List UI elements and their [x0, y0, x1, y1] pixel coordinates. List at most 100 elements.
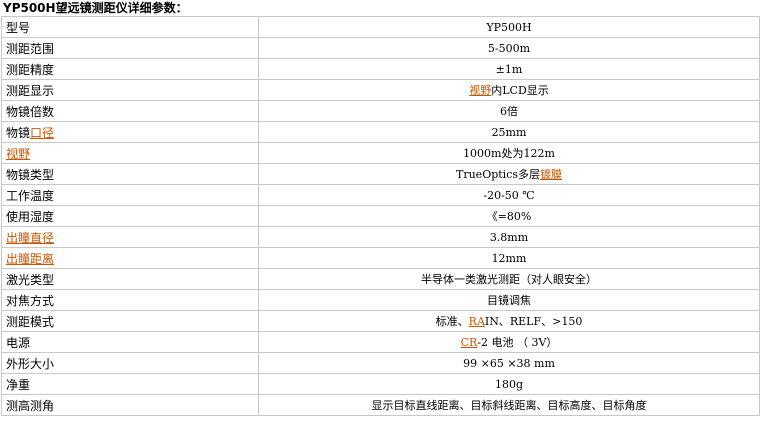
spec-label-text: 物镜 [6, 125, 31, 140]
spec-label: 出瞳距离 [1, 247, 259, 269]
spec-value-text: TrueOptics多层 [456, 168, 540, 181]
keyword-link[interactable]: 出瞳直径 [6, 230, 55, 245]
spec-value: 目镜调焦 [258, 289, 760, 311]
spec-value: 显示目标直线距离、目标斜线距离、目标高度、目标角度 [258, 394, 760, 416]
spec-row: 电源 CR-2 电池 （ 3V） [1, 331, 760, 353]
spec-row: 测距模式 标准、RAIN、RELF、>150 [1, 310, 760, 332]
spec-value-text: 25mm [491, 125, 527, 139]
spec-label-text: 激光类型 [6, 272, 55, 287]
spec-value-text: -2 电池 （ 3V） [477, 336, 558, 349]
keyword-link[interactable]: 镀膜 [540, 168, 562, 181]
spec-row: 视野 1000m处为122m [1, 142, 760, 164]
spec-label-text: 测距显示 [6, 83, 55, 98]
spec-value-text: 12mm [491, 251, 527, 265]
spec-row: 测距精度 ±1m [1, 58, 760, 80]
spec-label-text: 使用湿度 [6, 209, 55, 224]
spec-value: 25mm [258, 121, 760, 143]
spec-value-text: 内LCD显示 [491, 84, 549, 97]
spec-label-text: 型号 [6, 20, 31, 35]
spec-value-text: -20-50 ℃ [483, 188, 535, 202]
spec-label: 净重 [1, 373, 259, 395]
spec-label: 激光类型 [1, 268, 259, 290]
spec-value-text: 标准、 [435, 315, 469, 328]
spec-row: 型号 YP500H [1, 16, 760, 38]
keyword-link[interactable]: 口径 [30, 125, 55, 140]
spec-label-text: 对焦方式 [6, 293, 55, 308]
spec-value-text: 180g [494, 377, 524, 391]
spec-label: 出瞳直径 [1, 226, 259, 248]
spec-label: 测高测角 [1, 394, 259, 416]
spec-label: 电源 [1, 331, 259, 353]
spec-label-text: 测距精度 [6, 62, 55, 77]
spec-value: 180g [258, 373, 760, 395]
spec-row: 测距范围 5-500m [1, 37, 760, 59]
spec-label: 测距精度 [1, 58, 259, 80]
spec-value-text: 1000m处为122m [463, 147, 555, 160]
keyword-link[interactable]: CR [460, 336, 478, 349]
spec-label: 物镜倍数 [1, 100, 259, 122]
spec-label-text: 电源 [6, 335, 31, 350]
keyword-link[interactable]: 出瞳距离 [6, 251, 55, 266]
spec-row: 激光类型 半导体一类激光测距（对人眼安全） [1, 268, 760, 290]
spec-value: ±1m [258, 58, 760, 80]
spec-value: -20-50 ℃ [258, 184, 760, 206]
spec-row: 出瞳直径 3.8mm [1, 226, 760, 248]
spec-value: 5-500m [258, 37, 760, 59]
spec-label-text: 物镜倍数 [6, 104, 55, 119]
spec-label: 物镜口径 [1, 121, 259, 143]
spec-row: 使用湿度 《=80% [1, 205, 760, 227]
spec-value: 标准、RAIN、RELF、>150 [258, 310, 760, 332]
spec-row: 工作温度 -20-50 ℃ [1, 184, 760, 206]
spec-value-text: 6倍 [500, 105, 518, 118]
spec-value-text: 5-500m [487, 41, 531, 55]
keyword-link[interactable]: 视野 [469, 84, 492, 97]
spec-value: 《=80% [258, 205, 760, 227]
spec-value-text: IN、RELF、>150 [484, 315, 583, 328]
spec-value: 12mm [258, 247, 760, 269]
spec-label: 测距范围 [1, 37, 259, 59]
keyword-link[interactable]: 视野 [6, 146, 31, 161]
spec-label-text: 测距模式 [6, 314, 55, 329]
spec-value: TrueOptics多层镀膜 [258, 163, 760, 185]
spec-label-text: 工作温度 [6, 188, 55, 203]
spec-value-text: ±1m [495, 62, 523, 76]
spec-value-text: 目镜调焦 [487, 294, 531, 307]
keyword-link[interactable]: RA [468, 315, 485, 328]
spec-value: CR-2 电池 （ 3V） [258, 331, 760, 353]
spec-value-text: YP500H [486, 20, 532, 34]
spec-value: 视野内LCD显示 [258, 79, 760, 101]
spec-row: 物镜类型 TrueOptics多层镀膜 [1, 163, 760, 185]
spec-label: 物镜类型 [1, 163, 259, 185]
spec-value: 3.8mm [258, 226, 760, 248]
spec-label: 测距模式 [1, 310, 259, 332]
spec-row: 对焦方式 目镜调焦 [1, 289, 760, 311]
spec-row: 测高测角 显示目标直线距离、目标斜线距离、目标高度、目标角度 [1, 394, 760, 416]
spec-label: 外形大小 [1, 352, 259, 374]
page-title: YP500H望远镜测距仪详细参数： [3, 1, 188, 15]
spec-label-text: 测距范围 [6, 41, 55, 56]
spec-row: 出瞳距离 12mm [1, 247, 760, 269]
spec-value-text: 99 ×65 ×38 mm [463, 356, 555, 370]
spec-row: 物镜口径 25mm [1, 121, 760, 143]
spec-value: 1000m处为122m [258, 142, 760, 164]
spec-row: 测距显示 视野内LCD显示 [1, 79, 760, 101]
spec-label-text: 测高测角 [6, 398, 55, 413]
spec-label-text: 外形大小 [6, 356, 55, 371]
spec-row: 外形大小 99 ×65 ×38 mm [1, 352, 760, 374]
spec-label-text: 净重 [6, 377, 31, 392]
spec-value-text: 半导体一类激光测距（对人眼安全） [421, 273, 597, 286]
spec-value: 99 ×65 ×38 mm [258, 352, 760, 374]
spec-value: 半导体一类激光测距（对人眼安全） [258, 268, 760, 290]
spec-value-text: 《=80% [486, 210, 532, 223]
spec-label: 测距显示 [1, 79, 259, 101]
spec-label: 使用湿度 [1, 205, 259, 227]
spec-label: 视野 [1, 142, 259, 164]
spec-label: 工作温度 [1, 184, 259, 206]
spec-row: 物镜倍数 6倍 [1, 100, 760, 122]
spec-label: 型号 [1, 16, 259, 38]
spec-value-text: 3.8mm [489, 230, 529, 244]
spec-label-text: 物镜类型 [6, 167, 55, 182]
spec-value: YP500H [258, 16, 760, 38]
